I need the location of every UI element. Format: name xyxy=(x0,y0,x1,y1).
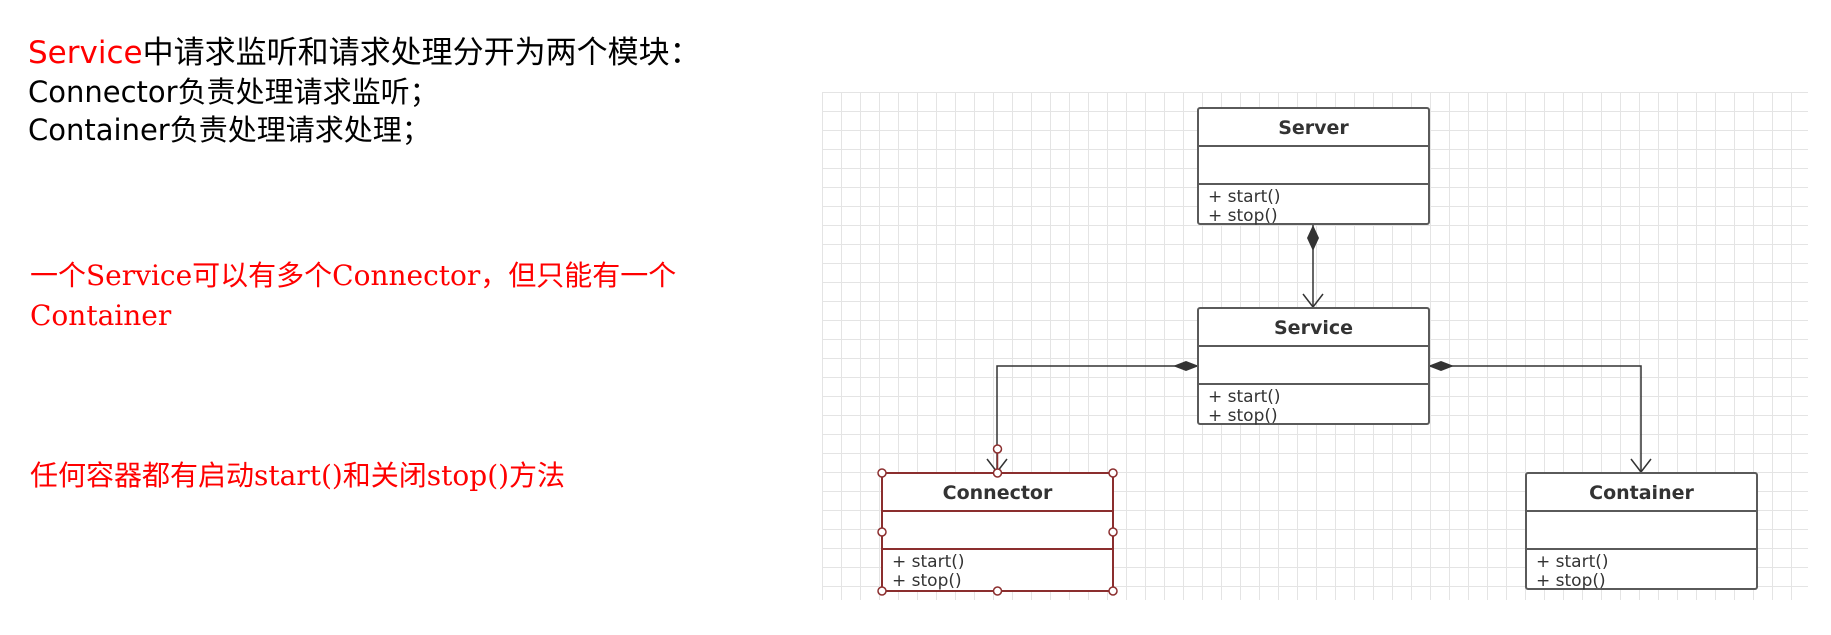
container-class-name: Container xyxy=(1589,482,1694,504)
connector-composition-diamond xyxy=(1173,361,1199,371)
connector-operation: + start() xyxy=(892,552,965,572)
container-operation: + start() xyxy=(1536,552,1609,572)
selection-handle xyxy=(1108,586,1118,596)
service-class-box xyxy=(1197,307,1430,425)
uml-diagram: Server+ start()+ stop()Service+ start()+… xyxy=(877,107,1758,596)
container-operation: + stop() xyxy=(1536,571,1606,591)
rotate-handle xyxy=(992,444,1003,454)
service-container-line xyxy=(1429,365,1642,473)
uml-diagram-canvas[interactable]: Server+ start()+ stop()Service+ start()+… xyxy=(822,92,1808,600)
service-operation: + stop() xyxy=(1208,406,1278,426)
heading-rest: 中请求监听和请求处理分开为两个模块： xyxy=(142,35,701,71)
service-operation: + start() xyxy=(1208,387,1281,407)
selection-handle xyxy=(1108,527,1118,537)
selection-handle xyxy=(992,468,1003,478)
server-operation: + stop() xyxy=(1208,206,1278,226)
heading: Service中请求监听和请求处理分开为两个模块： xyxy=(28,34,701,72)
service-connector-line xyxy=(996,365,1198,473)
selection-handle xyxy=(992,586,1003,596)
selection-handle xyxy=(877,468,887,478)
selection-handle xyxy=(877,527,887,537)
container-class-box xyxy=(1525,472,1758,590)
selection-handle xyxy=(877,586,887,596)
connector-class-name: Connector xyxy=(943,482,1053,504)
connector-description: Connector负责处理请求监听； xyxy=(28,75,439,109)
selection-handle xyxy=(1108,468,1118,478)
connector-operation: + stop() xyxy=(892,571,962,591)
server-composition-diamond xyxy=(1307,225,1319,251)
container-description: Container负责处理请求处理； xyxy=(28,113,431,147)
heading-accent: Service xyxy=(28,35,143,71)
server-operation: + start() xyxy=(1208,187,1281,207)
server-class-name: Server xyxy=(1278,117,1349,139)
container-composition-diamond xyxy=(1428,361,1454,371)
service-cardinality-note: 一个Service可以有多个Connector，但只能有一个Container xyxy=(30,259,677,332)
service-class-name: Service xyxy=(1274,317,1353,339)
lifecycle-note: 任何容器都有启动start()和关闭stop()方法 xyxy=(30,459,566,492)
server-class-box xyxy=(1197,107,1430,225)
